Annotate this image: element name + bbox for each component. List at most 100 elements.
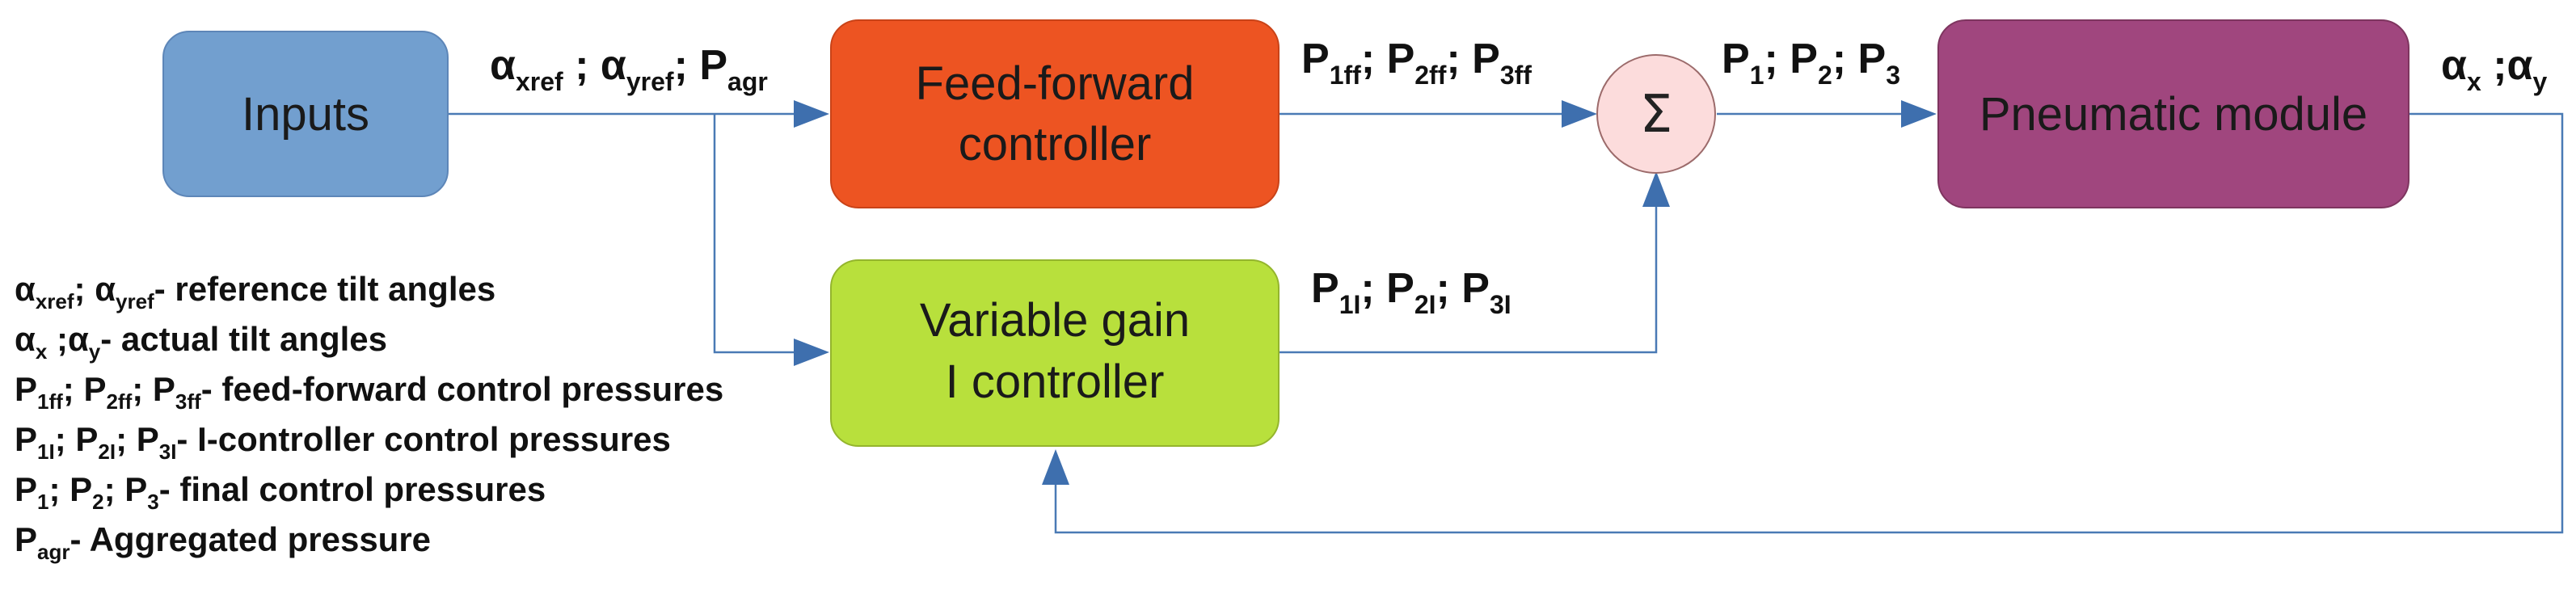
arrow-into-sum-left xyxy=(1562,100,1597,128)
separator: ; xyxy=(48,470,70,508)
legend-description: - final control pressures xyxy=(159,470,546,508)
symbol-subscript: 1 xyxy=(37,490,48,514)
variable-gain-block: Variable gain I controller xyxy=(830,259,1280,447)
symbol-subscript: 3I xyxy=(159,440,177,464)
wire-i-to-sum xyxy=(1279,194,1658,354)
legend-entry: Pagr- Aggregated pressure xyxy=(15,520,431,564)
symbol-main: P xyxy=(1472,36,1500,82)
wire-branch-to-i xyxy=(713,114,808,354)
symbol-subscript: y xyxy=(2533,67,2548,96)
legend-description: - Aggregated pressure xyxy=(70,520,431,558)
ff-label-line2: controller xyxy=(959,118,1152,170)
signal-label-plant: αx ;αy xyxy=(2441,42,2548,96)
separator: ; xyxy=(1832,36,1858,82)
signal-label-sum: P1; P2; P3 xyxy=(1722,36,1900,90)
wires xyxy=(447,112,2564,534)
i-label-line2: I controller xyxy=(946,356,1165,408)
arrow-into-sum-bottom xyxy=(1642,171,1670,207)
arrow-into-plant xyxy=(1901,100,1937,128)
symbol-subscript: yref xyxy=(116,289,154,313)
symbol-main: α xyxy=(95,270,116,308)
symbol-subscript: agr xyxy=(37,540,70,564)
signal-label-ff: P1ff; P2ff; P3ff xyxy=(1301,36,1532,90)
symbol-main: P xyxy=(15,520,37,558)
wire-feedback xyxy=(1054,112,2564,534)
symbol-main: α xyxy=(2441,42,2467,89)
symbol-main: α xyxy=(15,270,36,308)
symbol-main: P xyxy=(1387,36,1415,82)
summing-junction: Σ xyxy=(1596,54,1716,174)
symbol-main: P xyxy=(1461,265,1490,312)
symbol-main: P xyxy=(124,470,147,508)
symbol-main: P xyxy=(1790,36,1818,82)
symbol-subscript: 1I xyxy=(1339,290,1361,319)
separator: ; xyxy=(47,320,68,358)
symbol-subscript: 1I xyxy=(37,440,55,464)
symbol-subscript: 3I xyxy=(1490,290,1511,319)
pneumatic-label: Pneumatic module xyxy=(1979,88,2367,141)
symbol-subscript: 1 xyxy=(1750,61,1764,90)
legend-description: - feed-forward control pressures xyxy=(201,370,723,408)
arrow-into-i-bottom xyxy=(1042,449,1069,485)
separator: ; xyxy=(1360,265,1386,312)
symbol-main: P xyxy=(15,420,37,458)
symbol-subscript: yref xyxy=(626,67,674,96)
legend-description: - I-controller control pressures xyxy=(176,420,670,458)
feed-forward-block: Feed-forward controller xyxy=(830,19,1280,208)
symbol-main: P xyxy=(153,370,175,408)
separator: ; xyxy=(1764,36,1790,82)
symbol-subscript: 2ff xyxy=(106,389,132,414)
symbol-subscript: x xyxy=(2467,67,2481,96)
signal-label-i: P1I; P2I; P3I xyxy=(1311,265,1511,319)
separator: ; xyxy=(63,370,84,408)
sigma-symbol: Σ xyxy=(1640,85,1672,145)
arrow-into-ff xyxy=(794,100,829,128)
symbol-main: P xyxy=(70,470,92,508)
symbol-subscript: 2 xyxy=(1818,61,1832,90)
symbol-main: P xyxy=(699,42,727,89)
legend-entry: αxref; αyref- reference tilt angles xyxy=(15,270,495,313)
symbol-main: α xyxy=(2507,42,2533,89)
symbol-main: P xyxy=(75,420,98,458)
symbol-main: P xyxy=(137,420,159,458)
symbol-subscript: 2I xyxy=(98,440,116,464)
separator: ; xyxy=(1446,36,1472,82)
symbol-main: α xyxy=(490,42,516,89)
symbol-subscript: 3ff xyxy=(175,389,201,414)
signal-label-inputs: αxref ; αyref; Pagr xyxy=(490,42,768,96)
symbol-subscript: agr xyxy=(727,67,768,96)
symbol-subscript: 2ff xyxy=(1414,61,1446,90)
separator: ; xyxy=(116,420,137,458)
separator: ; xyxy=(2481,42,2507,89)
symbol-main: α xyxy=(68,320,89,358)
legend-description: - actual tilt angles xyxy=(100,320,387,358)
symbol-main: P xyxy=(1311,265,1339,312)
legend-entry: P1ff; P2ff; P3ff- feed-forward control p… xyxy=(15,370,723,414)
symbol-main: P xyxy=(1722,36,1750,82)
symbol-main: α xyxy=(15,320,36,358)
symbol-subscript: x xyxy=(36,339,48,364)
symbol-subscript: xref xyxy=(516,67,563,96)
separator: ; xyxy=(132,370,153,408)
legend-entry: P1; P2; P3- final control pressures xyxy=(15,470,546,514)
symbol-main: P xyxy=(15,470,37,508)
ff-label-line1: Feed-forward xyxy=(916,57,1195,110)
separator: ; xyxy=(1361,36,1387,82)
symbol-main: P xyxy=(1858,36,1887,82)
arrowheads xyxy=(794,100,1937,485)
separator: ; xyxy=(104,470,125,508)
separator: ; xyxy=(1436,265,1462,312)
pneumatic-block: Pneumatic module xyxy=(1937,19,2409,208)
symbol-subscript: 1ff xyxy=(37,389,63,414)
arrow-into-i xyxy=(794,339,829,366)
symbol-main: P xyxy=(1386,265,1414,312)
symbol-subscript: 3ff xyxy=(1500,61,1532,90)
separator: ; xyxy=(563,42,601,89)
symbol-main: P xyxy=(1301,36,1330,82)
legend-entry: αx ;αy- actual tilt angles xyxy=(15,320,387,364)
symbol-subscript: 2I xyxy=(1414,290,1436,319)
i-label-line1: Variable gain xyxy=(920,294,1190,347)
symbol-main: P xyxy=(83,370,106,408)
